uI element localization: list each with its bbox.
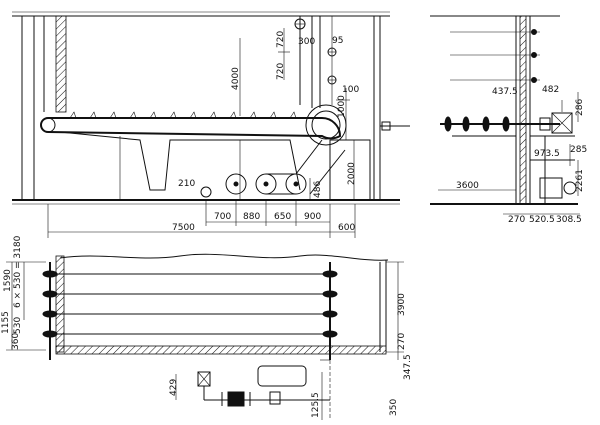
- right-sprocket-set: [322, 270, 338, 338]
- dim-973-5: 973.5: [534, 149, 560, 159]
- dim-720-lower: 720: [276, 63, 286, 80]
- dim-2261: 2261: [575, 169, 585, 192]
- dim-270-plan: 270: [397, 333, 407, 350]
- dim-7500: 7500: [172, 223, 195, 233]
- dim-300: 300: [298, 37, 315, 47]
- dim-2000: 2000: [347, 162, 357, 185]
- dim-347-5: 347.5: [403, 354, 413, 380]
- dim-100: 100: [342, 85, 359, 95]
- dim-125-5: 125.5: [311, 392, 321, 418]
- end-elevation-view: 437.5 482 286 973.5 285 2261 3600 270 52…: [430, 15, 587, 225]
- dim-1000: 1000: [337, 95, 347, 118]
- dim-1155: 1155: [1, 311, 11, 334]
- dim-3600: 3600: [456, 181, 479, 191]
- dim-95: 95: [332, 36, 343, 46]
- dim-285: 285: [570, 145, 587, 155]
- side-elevation-view: 300 720 720 95 4000 100 1000 2000 486 21…: [12, 11, 410, 238]
- dim-4000: 4000: [231, 67, 241, 90]
- dim-486: 486: [313, 181, 323, 198]
- dim-429: 429: [169, 379, 179, 396]
- dim-286: 286: [575, 99, 585, 116]
- dim-880: 880: [243, 212, 260, 222]
- dim-900: 900: [304, 212, 321, 222]
- dim-350: 350: [389, 399, 399, 416]
- dim-650: 650: [274, 212, 291, 222]
- dim-3180: 6 × 530 = 3180: [13, 235, 23, 308]
- dim-360: 360: [11, 333, 21, 350]
- dim-720-upper: 720: [276, 31, 286, 48]
- dim-520-5: 520.5: [529, 215, 555, 225]
- dim-482: 482: [542, 85, 559, 95]
- dim-437-5: 437.5: [492, 87, 518, 97]
- dim-270-end: 270: [508, 215, 525, 225]
- dim-700: 700: [214, 212, 231, 222]
- dim-530: 530: [13, 317, 23, 334]
- dim-308-5: 308.5: [556, 215, 582, 225]
- sprocket-group-end-view: [444, 116, 510, 132]
- dim-210: 210: [178, 179, 195, 189]
- left-sprocket-set: [42, 270, 58, 338]
- dim-3900: 3900: [397, 293, 407, 316]
- plan-view: 1590 6 × 530 = 3180 1155 530 360 3900 27…: [1, 235, 413, 420]
- dim-600: 600: [338, 223, 355, 233]
- dim-1590: 1590: [3, 269, 13, 292]
